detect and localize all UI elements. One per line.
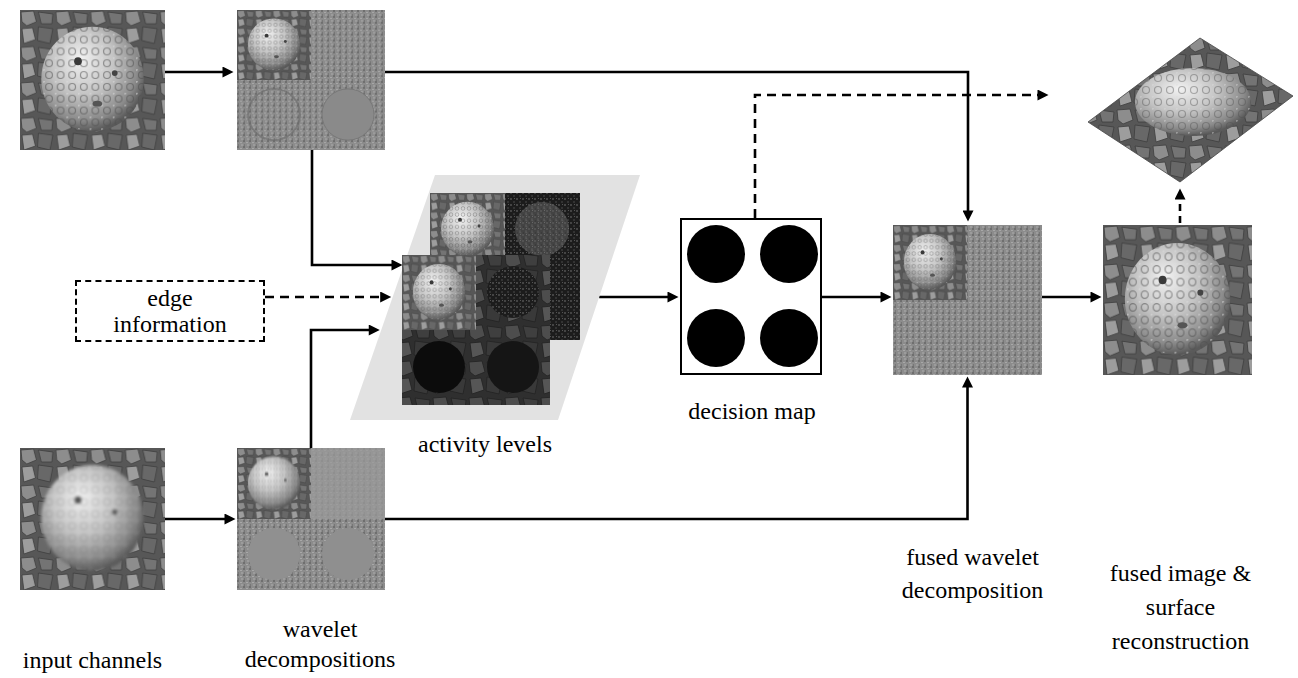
fused-approx (893, 225, 967, 300)
fused-picture (1103, 225, 1252, 375)
node-label: decision map (652, 395, 852, 427)
map-blob (687, 309, 745, 367)
activity-blob (413, 341, 465, 393)
panel-shape (350, 175, 640, 420)
surface-dome (1135, 68, 1251, 136)
activity-detail (476, 330, 550, 405)
activity-shade (476, 330, 550, 405)
fused-image-node: fused image & surface reconstruction (1103, 225, 1252, 375)
node-label: input channels (0, 644, 193, 676)
node-label: fused image & surface reconstruction (1102, 556, 1260, 658)
wavelet-picture (237, 10, 385, 150)
panel-outline (350, 175, 640, 420)
activity-detail (505, 193, 580, 266)
surface-texture (1135, 68, 1251, 136)
surface-plane (1088, 38, 1293, 182)
activity-blob (487, 341, 539, 393)
input-image-node: input channels (20, 448, 165, 590)
input-picture (20, 448, 165, 590)
fused-detail (967, 225, 1042, 300)
activity-blob (515, 202, 569, 256)
flow-connector (822, 296, 886, 299)
layout-arrows (165, 72, 1180, 265)
box-text: edge information (95, 285, 245, 337)
map-blob (760, 309, 818, 367)
surface-reconstruction (1088, 38, 1293, 182)
flow-connector (599, 296, 673, 299)
flow-connector (265, 296, 386, 299)
fused-image-picture (1103, 225, 1252, 375)
activity-shade (476, 255, 550, 330)
edge-info-box: edge information (75, 280, 265, 342)
wavelet-picture (237, 448, 385, 590)
activity-approx (402, 255, 476, 330)
map-blob (760, 225, 818, 283)
flow-arrow (165, 71, 228, 74)
top-input-image (20, 10, 165, 150)
decision-map-picture (680, 218, 822, 375)
map-ground (680, 218, 822, 375)
map-blob (687, 225, 745, 283)
activity-detail (476, 255, 550, 330)
flow-connector (165, 518, 230, 521)
activity-detail (505, 266, 580, 340)
decision-map-box: decision map (680, 218, 822, 375)
activity-approx (430, 193, 505, 266)
top-wavelet-image (237, 10, 385, 150)
activity-shade (402, 330, 476, 405)
bottom-input-image (20, 448, 165, 590)
activity-back-image (430, 193, 580, 340)
fused-wavelet-picture (893, 225, 1042, 375)
flow-arrow (312, 150, 397, 265)
activity-front-image (402, 255, 550, 405)
activity-detail (430, 266, 505, 340)
bottom-wavelet-image (237, 448, 385, 590)
activity-panel: activity levels (350, 175, 640, 420)
fused-wavelet-node: fused wavelet decomposition (893, 225, 1042, 375)
node-label: wavelet decompositions (230, 614, 410, 674)
dashed-arrow (1179, 194, 1182, 223)
activity-detail (402, 330, 476, 405)
wavelet-image-node: wavelet decompositions (237, 448, 385, 590)
activity-blob (487, 266, 539, 318)
input-picture (20, 10, 165, 150)
flow-connector (1042, 296, 1096, 299)
node-label: fused wavelet decomposition (885, 541, 1060, 607)
dashed-arrow (755, 95, 1043, 218)
fused-detail (893, 300, 1042, 375)
node-label: activity levels (375, 428, 595, 460)
